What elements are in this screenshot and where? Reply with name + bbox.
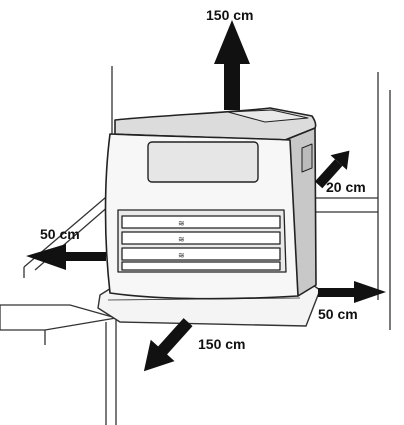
svg-text:≋: ≋	[178, 235, 185, 244]
diagonal-arrow-icon	[314, 150, 350, 189]
heater: ≋ ≋ ≋	[104, 107, 317, 300]
label-top-clearance: 150 cm	[206, 7, 253, 23]
table	[0, 304, 117, 425]
down-left-arrow-icon	[143, 318, 193, 372]
up-arrow-icon	[214, 20, 250, 110]
svg-text:≋: ≋	[178, 219, 185, 228]
heater-grille: ≋ ≋ ≋	[117, 209, 287, 273]
label-back-right-clearance: 20 cm	[326, 179, 366, 195]
label-front-clearance: 150 cm	[198, 336, 245, 352]
left-arrow-icon	[26, 244, 106, 270]
right-arrow-icon	[318, 281, 386, 303]
label-left-clearance: 50 cm	[40, 226, 80, 242]
svg-text:≋: ≋	[178, 251, 185, 260]
label-right-clearance: 50 cm	[318, 306, 358, 322]
